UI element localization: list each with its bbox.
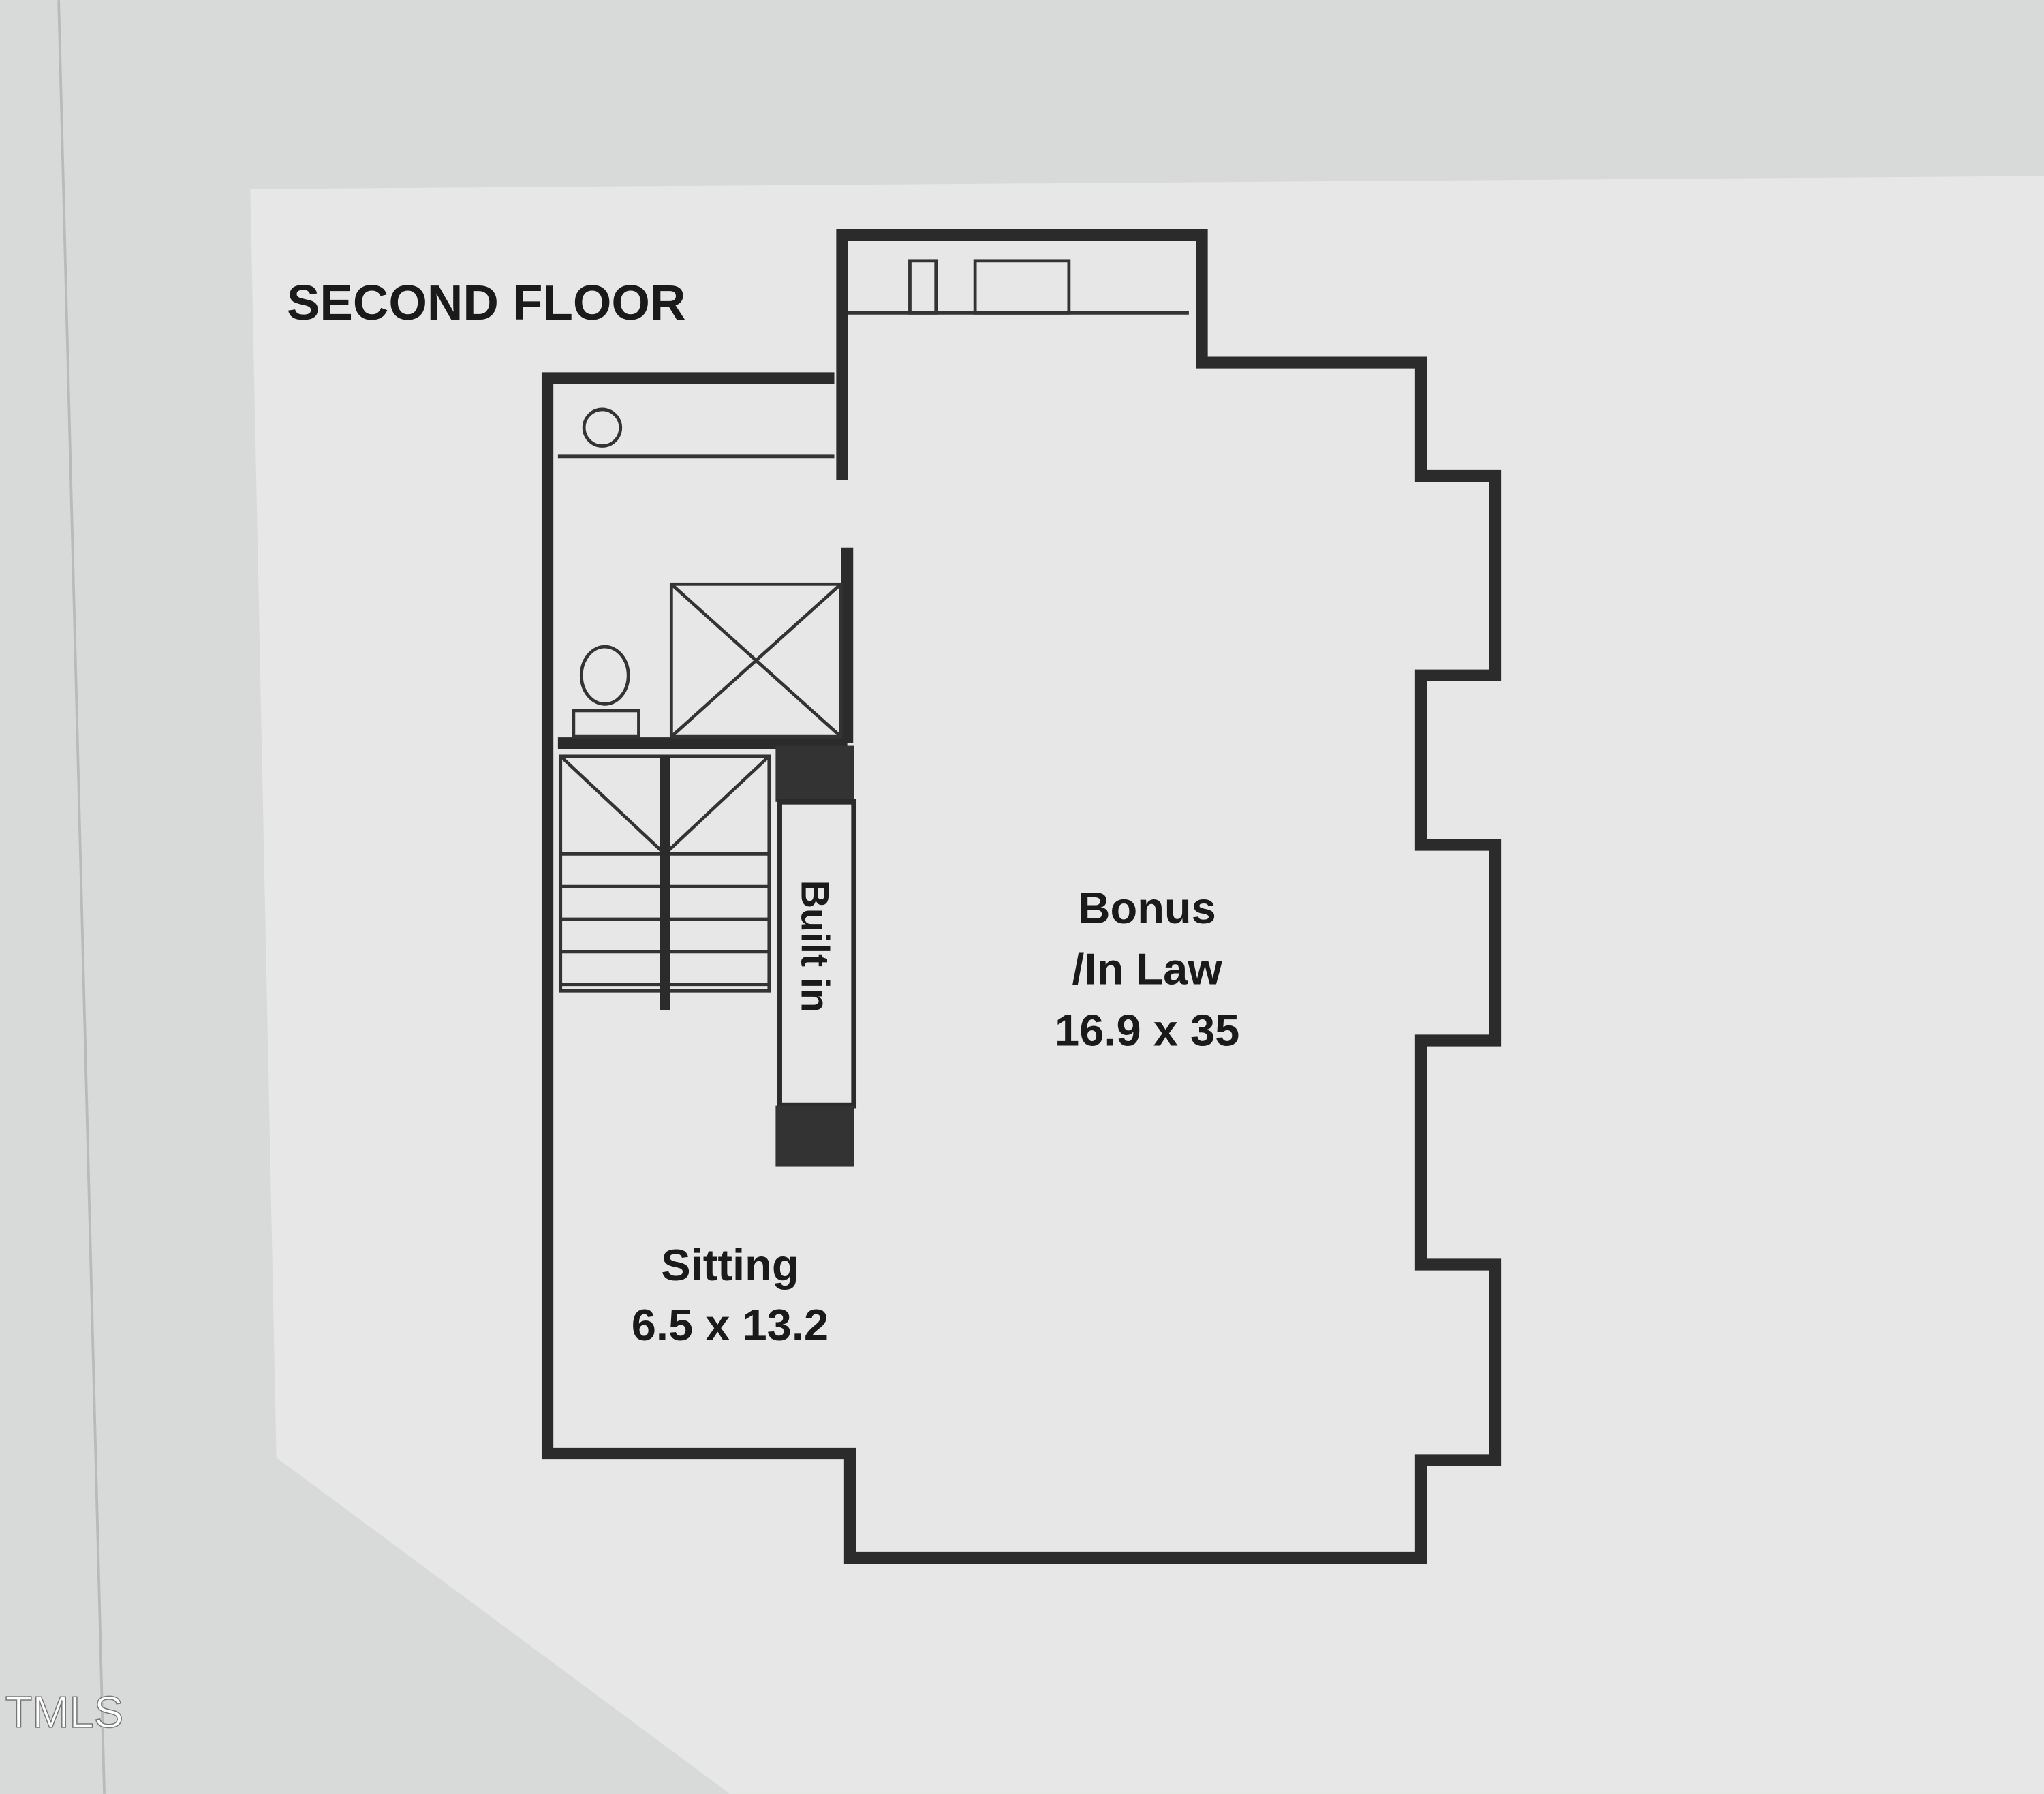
watermark-logo: TMLS	[5, 1687, 123, 1737]
washer-dryer-icon	[908, 259, 1071, 315]
built-in-label: Built in	[793, 880, 837, 1012]
room-name-line2: /In Law	[1072, 944, 1222, 994]
exterior-walls	[541, 228, 1502, 1564]
shower-icon	[669, 582, 843, 739]
room-sitting: Sitting 6.5 x 13.2	[632, 1240, 829, 1350]
toilet-icon	[572, 645, 640, 739]
staircase	[559, 754, 771, 1010]
column-block	[775, 745, 854, 802]
room-bonus: Bonus /In Law 16.9 x 35	[1055, 883, 1239, 1055]
water-heater-icon	[582, 407, 623, 448]
room-name: Bonus	[1078, 883, 1215, 933]
paper-sheet	[250, 176, 2044, 1794]
room-dimensions: 16.9 x 35	[1055, 1006, 1239, 1055]
room-dimensions: 6.5 x 13.2	[632, 1300, 829, 1350]
plan-title: SECOND FLOOR	[287, 275, 686, 330]
column-block	[775, 1105, 854, 1167]
room-name: Sitting	[661, 1240, 799, 1290]
page-edge-line	[57, 0, 106, 1794]
